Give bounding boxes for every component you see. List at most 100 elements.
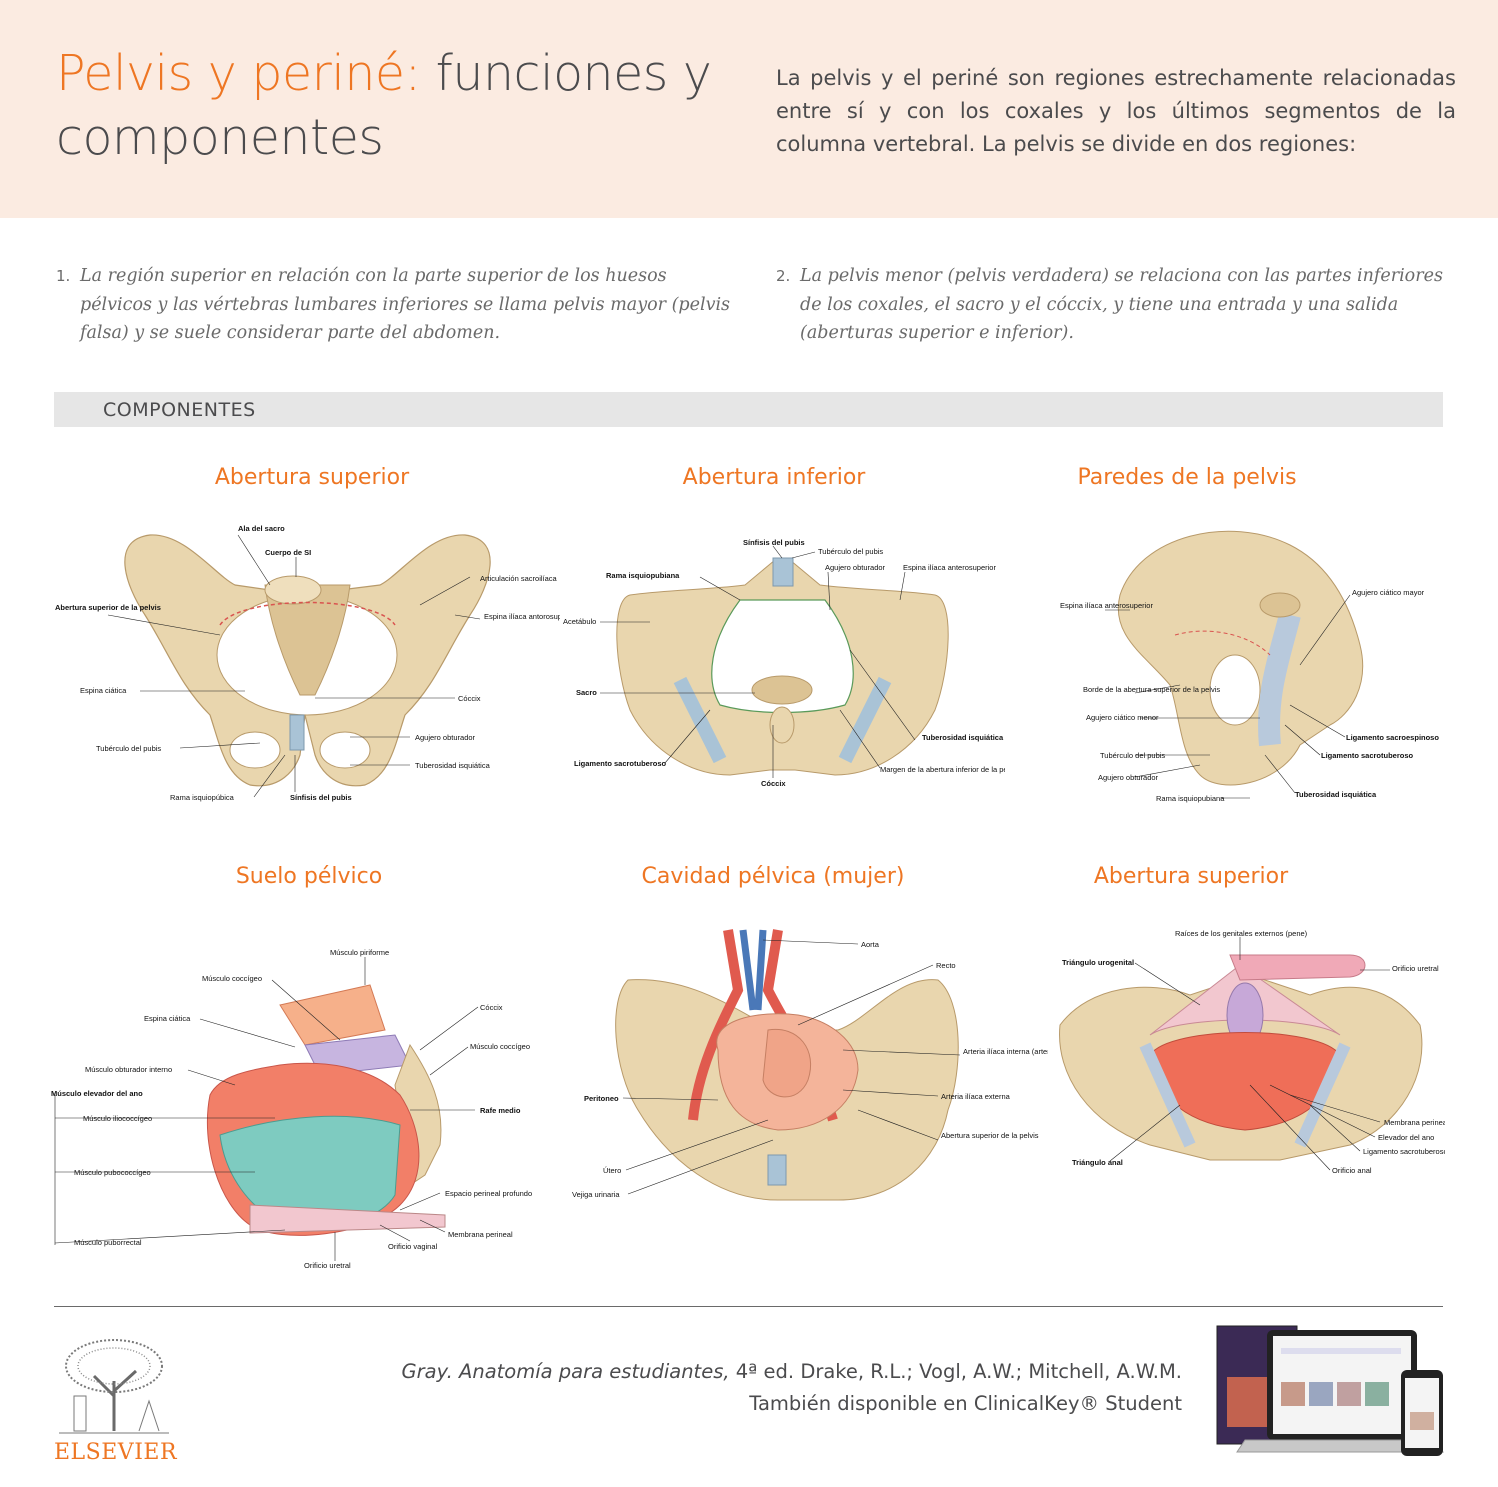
citation: Gray. Anatomía para estudiantes, 4ª ed. … [402, 1356, 1182, 1420]
pelvis-illustration [1117, 530, 1364, 786]
label: Músculo coccígeo [202, 974, 262, 983]
point-number: 1. [56, 267, 71, 285]
label: Espina ilíaca antorosuperior [484, 612, 560, 621]
elsevier-tree-logo [54, 1336, 174, 1471]
label: Tubérculo del pubis [818, 547, 883, 556]
label-lines [1109, 937, 1390, 1171]
header-band: Pelvis y periné: funciones y componentes… [0, 0, 1498, 218]
citation-line-2: También disponible en ClinicalKey® Stude… [749, 1392, 1182, 1415]
label: Ligamento sacrotuberoso [1321, 751, 1414, 760]
panel-title: Abertura superior [1093, 864, 1289, 889]
label: Espacio perineal profundo [445, 1189, 532, 1198]
label: Espina ciática [80, 686, 127, 695]
label-lines [1105, 594, 1351, 799]
point-2: 2. La pelvis menor (pelvis verdadera) se… [776, 262, 1460, 348]
label: Triángulo urogenital [1062, 958, 1134, 967]
label: Tuberosidad isquiática [415, 761, 491, 770]
label: Músculo obturador interno [85, 1065, 172, 1074]
elsevier-wordmark: ELSEVIER [54, 1440, 178, 1465]
label: Sínfisis del pubis [743, 538, 805, 547]
label: Tubérculo del pubis [96, 744, 161, 753]
label: Raíces de los genitales externos (pene) [1175, 929, 1308, 938]
pelvis-illustration [615, 929, 959, 1201]
label: Orificio uretral [1392, 964, 1439, 973]
label: Orificio vaginal [388, 1242, 438, 1251]
label: Cóccix [761, 779, 786, 788]
figure-abertura-superior: Ala del sacro Cuerpo de SI Articulación … [50, 515, 560, 815]
label-lines [54, 957, 479, 1261]
figure-suelo-pelvico: Músculo piriforme Músculo coccígeo Cócci… [50, 935, 560, 1275]
section-label: COMPONENTES [103, 399, 256, 421]
title-accent: Pelvis y periné: [56, 45, 421, 102]
figure-paredes-pelvis: Agujero ciático mayor Espina ilíaca ante… [1050, 515, 1445, 815]
figure-abertura-superior-perineo: Raíces de los genitales externos (pene) … [1050, 925, 1445, 1185]
pelvis-illustration [1059, 954, 1423, 1161]
label: Abertura superior de la pelvis [941, 1131, 1039, 1140]
label: Rama isquiopubiana [606, 571, 680, 580]
label: Sacro [576, 688, 597, 697]
label: Ligamento sacroespinoso [1346, 733, 1439, 742]
label: Músculo puborrectal [74, 1238, 142, 1247]
label: Acetábulo [563, 617, 596, 626]
page-title: Pelvis y periné: funciones y componentes [56, 42, 736, 170]
label: Borde de la abertura superior de la pelv… [1083, 685, 1220, 694]
label: Triángulo anal [1072, 1158, 1123, 1167]
label: Arteria ilíaca interna (arteria de la pe… [963, 1047, 1048, 1056]
label: Vejiga urinaria [572, 1190, 620, 1199]
pelvis-illustration [124, 534, 491, 787]
panel-title: Cavidad pélvica (mujer) [641, 864, 905, 889]
label: Abertura superior de la pelvis [55, 603, 161, 612]
book-authors: 4ª ed. Drake, R.L.; Vogl, A.W.; Mitchell… [729, 1360, 1182, 1383]
label: Margen de la abertura inferior de la pel… [880, 765, 1005, 774]
label: Cuerpo de SI [265, 548, 311, 557]
label-lines [622, 939, 961, 1195]
point-1: 1. La región superior en relación con la… [56, 262, 740, 348]
label: Aorta [861, 940, 880, 949]
book-title: Gray. Anatomía para estudiantes, [401, 1360, 730, 1383]
panel-title: Abertura superior [214, 465, 410, 490]
label-lines [600, 545, 916, 778]
label: Membrana perineal [1384, 1118, 1445, 1127]
label: Orificio anal [1332, 1166, 1372, 1175]
label: Tuberosidad isquiática [1295, 790, 1377, 799]
pelvis-illustration [206, 984, 446, 1236]
label: Músculo pubococcígeo [74, 1168, 151, 1177]
label: Agujero obturador [1098, 773, 1159, 782]
figure-abertura-inferior: Sínfisis del pubis Tubérculo del pubis R… [560, 530, 1005, 800]
label-lines [107, 534, 481, 798]
label: Músculo coccígeo [470, 1042, 530, 1051]
label: Sínfisis del pubis [290, 793, 352, 802]
label: Agujero ciático menor [1086, 713, 1159, 722]
label: Cóccix [458, 694, 481, 703]
panel-title: Suelo pélvico [235, 864, 383, 889]
label: Ligamento sacrotuberoso [1363, 1147, 1445, 1156]
point-text: La pelvis menor (pelvis verdadera) se re… [800, 266, 1443, 343]
panel-title: Abertura inferior [682, 465, 866, 490]
intro-text: La pelvis y el periné son regiones estre… [776, 66, 1456, 156]
label: Espina ciática [144, 1014, 191, 1023]
section-bar: COMPONENTES [54, 392, 1443, 427]
label: Rama isquiopúbica [170, 793, 235, 802]
label: Recto [936, 961, 956, 970]
label: Cóccix [480, 1003, 503, 1012]
figure-cavidad-pelvica: Aorta Recto Arteria ilíaca interna (arte… [568, 920, 1048, 1210]
footer-divider [54, 1306, 1443, 1307]
citation-line-1: Gray. Anatomía para estudiantes, 4ª ed. … [402, 1356, 1182, 1388]
label: Tubérculo del pubis [1100, 751, 1165, 760]
label: Agujero obturador [415, 733, 476, 742]
label: Músculo piriforme [330, 948, 389, 957]
label: Membrana perineal [448, 1230, 513, 1239]
label: Elevador del ano [1378, 1133, 1434, 1142]
label: Ala del sacro [238, 524, 285, 533]
label: Peritoneo [584, 1094, 619, 1103]
label: Espina ilíaca anterosuperior [903, 563, 996, 572]
point-number: 2. [776, 267, 791, 285]
label: Orificio uretral [304, 1261, 351, 1270]
label: Ligamento sacrotuberoso [574, 759, 667, 768]
title-rest: funciones y componentes [56, 45, 712, 166]
label: Agujero ciático mayor [1352, 588, 1425, 597]
label: Músculo elevador del ano [51, 1089, 143, 1098]
book-and-devices-image [1205, 1322, 1445, 1474]
panel-title: Paredes de la pelvis [1077, 465, 1297, 490]
label: Rama isquiopubiana [1156, 794, 1225, 803]
